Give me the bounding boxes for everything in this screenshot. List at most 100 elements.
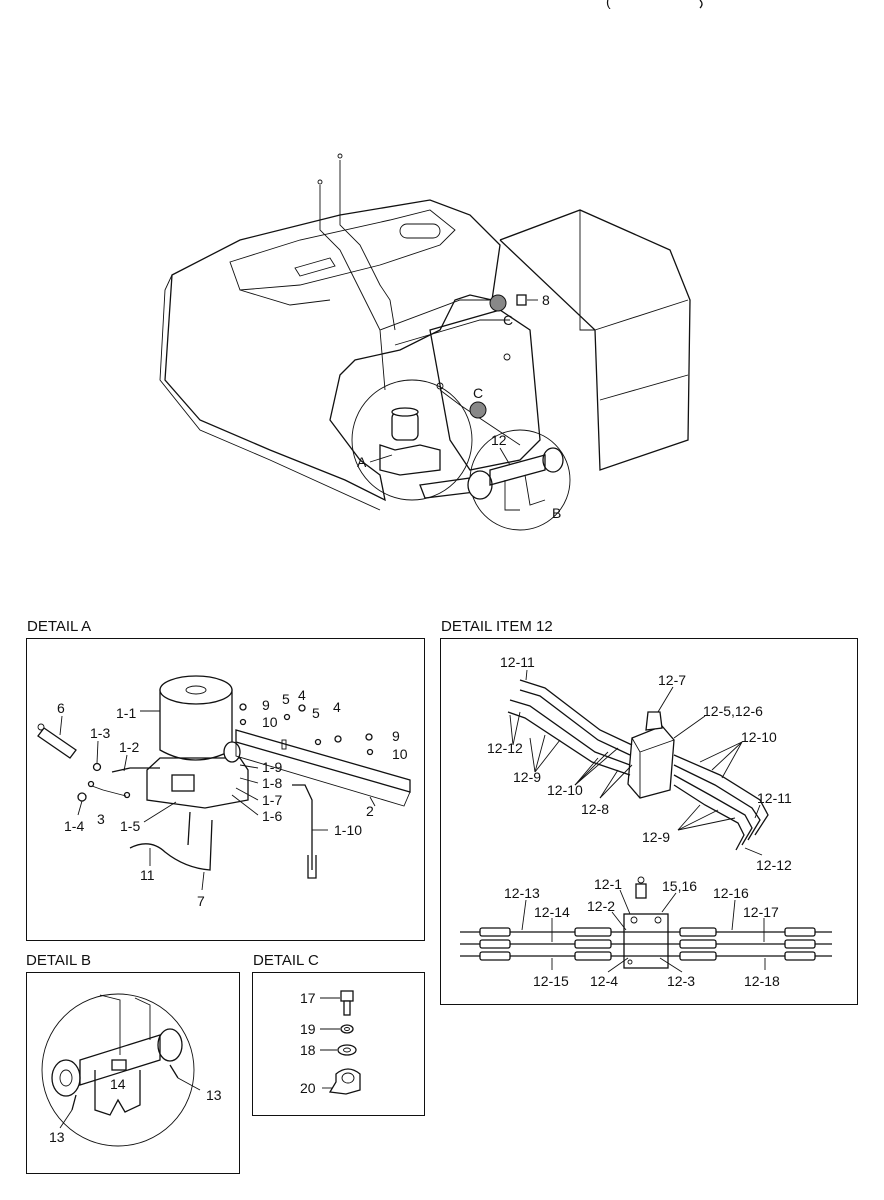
label-17: 17 [300, 990, 316, 1006]
leader-1-4 [77, 800, 83, 816]
part-6-cylinder [37, 727, 77, 759]
label-5b: 5 [312, 705, 320, 721]
manifold-hole-3 [627, 959, 633, 965]
vent-flat-cap [637, 876, 645, 884]
label-12-14: 12-14 [534, 904, 570, 920]
label-12-17: 12-17 [743, 904, 779, 920]
line-7 [129, 819, 213, 871]
bracket-hole-2 [436, 382, 444, 390]
leader-12-13 [521, 899, 527, 931]
cabinet-divider [594, 299, 689, 331]
label-15-16: 15,16 [662, 878, 697, 894]
label-6: 6 [57, 700, 65, 716]
label-9b: 9 [392, 728, 400, 744]
label-9a: 9 [262, 697, 270, 713]
detail-a-title: DETAIL A [27, 618, 92, 635]
leader-1-7 [235, 787, 259, 801]
leader-12-11b [754, 804, 761, 819]
bracket-plate [429, 309, 541, 471]
detail-c-title: DETAIL C [253, 952, 319, 969]
header-bracket [699, 0, 703, 9]
c-marker-upper [489, 294, 507, 312]
housing-top-panel [229, 209, 456, 291]
leader-12-7 [657, 686, 674, 713]
line-2 [319, 185, 386, 391]
leader-12-3 [659, 957, 683, 973]
label-12: 12 [491, 432, 507, 448]
label-1-10: 1-10 [334, 822, 362, 838]
header-fragment: ( [606, 0, 611, 9]
leader-1-3 [96, 740, 99, 764]
label-18: 18 [300, 1042, 316, 1058]
label-12-15: 12-15 [533, 973, 569, 989]
label-12-11b: 12-11 [757, 790, 792, 806]
label-1-7: 1-7 [262, 792, 282, 808]
leader-12-10e [711, 741, 743, 771]
washer-19 [340, 1024, 354, 1034]
bolt-shank [343, 1000, 351, 1016]
line-11 [187, 811, 191, 846]
part-1-4 [77, 792, 87, 802]
part-10b [366, 748, 374, 756]
c-marker-lower [469, 401, 487, 419]
leader-3a [91, 785, 104, 791]
hose-iso-5 [673, 754, 769, 836]
part-4b [334, 735, 342, 743]
label-c-lower: C [473, 385, 483, 401]
label-12-1: 12-1 [594, 876, 622, 892]
hose-loop [94, 1070, 141, 1116]
label-12-10a: 12-10 [741, 729, 777, 745]
part-9a [239, 703, 247, 711]
label-b: B [552, 505, 561, 521]
label-10b: 10 [392, 746, 408, 762]
housing-slot [294, 257, 336, 277]
leader-12-4 [607, 957, 629, 973]
line-4 [394, 319, 510, 346]
leader-1-6 [231, 794, 259, 816]
label-1-4: 1-4 [64, 818, 84, 834]
housing-vent [399, 223, 441, 239]
washer-18-hole [343, 1047, 351, 1053]
label-3: 3 [97, 811, 105, 827]
leader-12-11a [525, 669, 528, 681]
label-c-upper: C [503, 312, 513, 328]
manifold-hole-1 [630, 916, 638, 924]
label-12-8: 12-8 [581, 801, 609, 817]
detail-a-drawing: 1-1 9 10 5 4 5 4 9 10 6 1-3 1-2 1-9 1-8 … [37, 675, 411, 909]
hose-iso-3 [509, 699, 631, 766]
hinge-bar [79, 1034, 161, 1086]
label-12-13: 12-13 [504, 885, 540, 901]
hose-iso-1 [519, 679, 633, 746]
clamp-20-bore [341, 1072, 355, 1084]
leader-12-10c [574, 747, 619, 786]
part-1-2-pipe [111, 767, 160, 773]
label-13-left: 13 [49, 1129, 65, 1145]
line-end [337, 153, 343, 159]
line-3 [379, 299, 490, 331]
washer-19-hole [344, 1027, 350, 1031]
leader-1-9 [239, 764, 259, 769]
part-3a [87, 780, 95, 788]
mount-bar-slot [281, 739, 287, 750]
label-12-7: 12-7 [658, 672, 686, 688]
vent-12-7 [645, 711, 663, 731]
label-12-leader [499, 447, 511, 466]
hose-iso-6 [673, 764, 761, 841]
hinge-right-main [542, 447, 564, 473]
leader-12-8b [599, 764, 633, 799]
label-12-9b: 12-9 [642, 829, 670, 845]
hinge-bar-main [489, 454, 546, 486]
leader-3b [102, 789, 127, 797]
leader-12-9f [677, 817, 736, 831]
leader-15-16 [661, 892, 677, 913]
line-end-2 [317, 179, 323, 185]
pump-window [171, 774, 195, 792]
leader-12-9c [534, 739, 561, 773]
bolt-head [340, 990, 354, 1002]
hose-iso-4 [507, 711, 631, 776]
housing-top-bevel [239, 289, 331, 306]
part-3b [123, 791, 131, 799]
leader-13-left [59, 1109, 73, 1129]
hose-iso-2 [519, 689, 631, 756]
leader-12-12c [744, 847, 763, 856]
